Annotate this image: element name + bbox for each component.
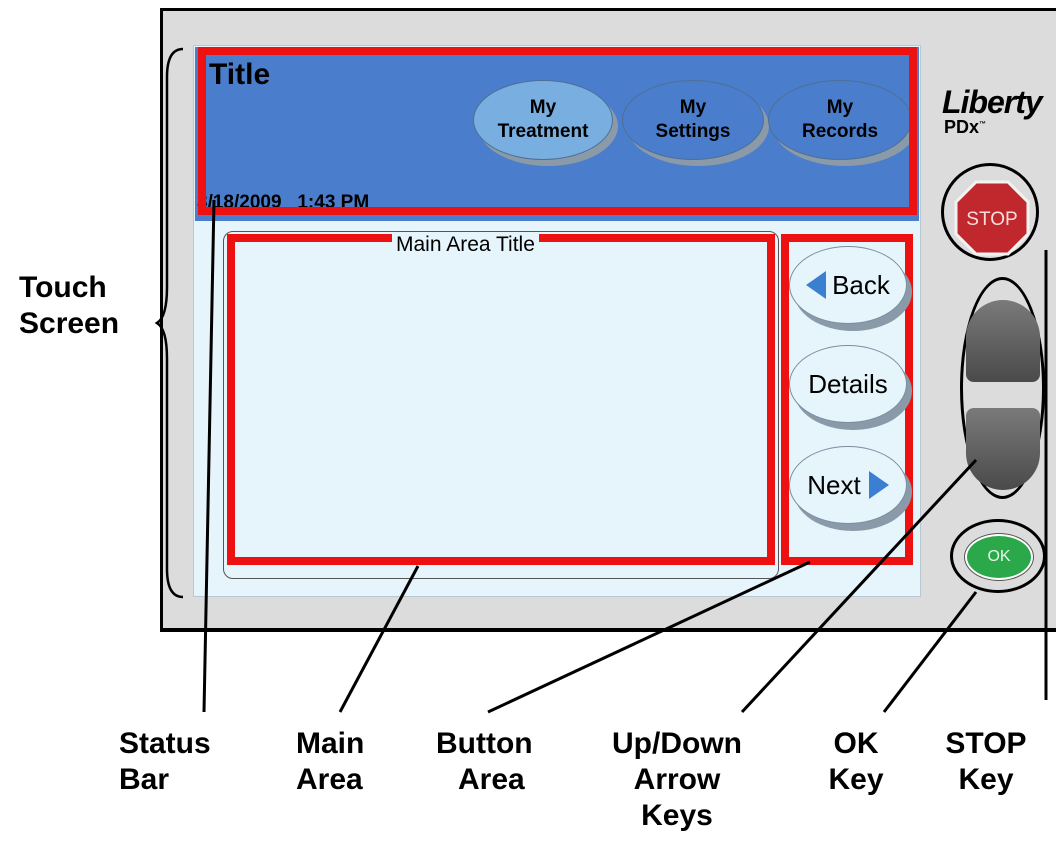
details-button-label: Details [808, 368, 888, 399]
brand-sub: PDx™ [944, 117, 987, 137]
stop-key-callout-ring [941, 163, 1039, 261]
next-button[interactable]: Next [789, 446, 907, 524]
stop-key-label: STOP [966, 209, 1017, 230]
touch-screen-brace [155, 47, 184, 599]
tab-label-line1: My [826, 97, 854, 118]
tab-label-line2: Records [801, 121, 879, 142]
tab-my-records[interactable]: My Records [768, 80, 912, 160]
back-button[interactable]: Back [789, 246, 907, 324]
arrow-keys-callout-ring [960, 277, 1045, 499]
brand-logo: Liberty PDx™ [942, 84, 1043, 137]
left-arrow-icon [806, 271, 827, 299]
ok-key[interactable]: OK [965, 534, 1033, 580]
status-bar-highlight [198, 47, 917, 215]
tab-label-line1: My [679, 97, 707, 118]
back-button-label: Back [832, 269, 890, 300]
down-arrow-key[interactable] [966, 408, 1040, 490]
main-area-frame [223, 231, 779, 579]
details-button[interactable]: Details [789, 345, 907, 423]
tab-label-line2: Treatment [497, 121, 589, 142]
main-area-title: Main Area Title [392, 233, 539, 257]
next-button-label: Next [807, 469, 861, 500]
tab-my-treatment[interactable]: My Treatment [473, 80, 613, 160]
tab-label-line1: My [529, 97, 557, 118]
up-arrow-key[interactable] [966, 300, 1040, 382]
ok-key-label: OK [987, 548, 1011, 565]
tab-label-line2: Settings [655, 121, 731, 142]
stop-key[interactable]: STOP [952, 178, 1032, 258]
tab-my-settings[interactable]: My Settings [622, 80, 764, 160]
right-arrow-icon [868, 471, 889, 499]
status-title: Title [209, 58, 271, 91]
brand-name: Liberty [942, 84, 1043, 120]
button-area-highlight [781, 234, 913, 565]
